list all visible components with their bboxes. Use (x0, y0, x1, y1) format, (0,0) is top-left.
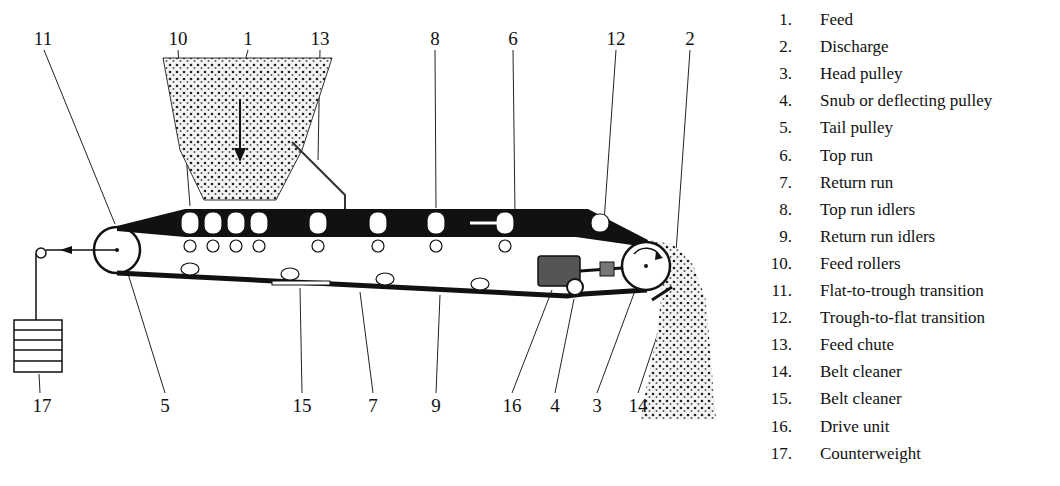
part-name: Snub or deflecting pulley (820, 92, 992, 109)
list-number: 4. (779, 92, 792, 109)
callout-number: 14 (629, 396, 648, 415)
callout-number: 6 (508, 29, 518, 48)
part-name: Tail pulley (820, 119, 893, 136)
counterweight (14, 320, 62, 372)
callout-number: 12 (607, 29, 626, 48)
callout-number: 10 (169, 29, 188, 48)
list-number: 12. (771, 309, 792, 326)
snub-pulley (567, 279, 583, 295)
part-name: Counterweight (820, 444, 921, 461)
callout-number: 9 (431, 396, 441, 415)
take-up-rope (46, 249, 117, 251)
leader-lines (39, 50, 690, 393)
callout-number: 11 (34, 29, 52, 48)
list-number: 16. (771, 417, 792, 434)
belt-cleaner (652, 287, 672, 300)
callout-number: 15 (293, 396, 312, 415)
callout-number: 4 (550, 396, 560, 415)
head-pulley (622, 242, 670, 290)
callout-number: 2 (685, 29, 695, 48)
list-number: 6. (779, 146, 792, 163)
list-number: 10. (771, 254, 792, 271)
feed-chute (292, 142, 345, 212)
part-name: Trough-to-flat transition (820, 309, 985, 326)
part-name: Belt cleaner (820, 363, 902, 380)
part-name: Drive unit (820, 417, 889, 434)
callout-number: 7 (368, 396, 378, 415)
callout-number: 16 (503, 396, 522, 415)
list-number: 3. (779, 65, 792, 82)
list-number: 1. (779, 11, 792, 28)
part-name: Discharge (820, 38, 889, 55)
feed-material (163, 58, 332, 200)
list-number: 14. (771, 363, 792, 380)
return-idlers (181, 263, 489, 290)
list-number: 2. (779, 38, 792, 55)
callout-number: 17 (33, 396, 52, 415)
callout-number: 3 (592, 396, 602, 415)
callout-number: 8 (430, 29, 440, 48)
list-number: 9. (779, 227, 792, 244)
part-name: Top run idlers (820, 200, 915, 217)
part-name: Flat-to-trough transition (820, 282, 984, 299)
callout-number: 5 (160, 396, 170, 415)
list-number: 7. (779, 173, 792, 190)
list-number: 11. (771, 282, 792, 299)
top-idlers (181, 212, 609, 252)
part-name: Feed chute (820, 336, 894, 353)
part-name: Return run idlers (820, 227, 935, 244)
part-name: Head pulley (820, 65, 903, 82)
part-name: Feed (820, 11, 853, 28)
callout-number: 13 (311, 29, 330, 48)
belt-cleaner (272, 281, 330, 285)
list-number: 8. (779, 200, 792, 217)
part-name: Feed rollers (820, 254, 901, 271)
part-name: Return run (820, 173, 893, 190)
part-name: Top run (820, 146, 873, 163)
list-number: 13. (771, 336, 792, 353)
part-name: Belt cleaner (820, 390, 902, 407)
callout-number: 1 (243, 29, 253, 48)
list-number: 17. (771, 444, 792, 461)
list-number: 5. (779, 119, 792, 136)
list-number: 15. (771, 390, 792, 407)
